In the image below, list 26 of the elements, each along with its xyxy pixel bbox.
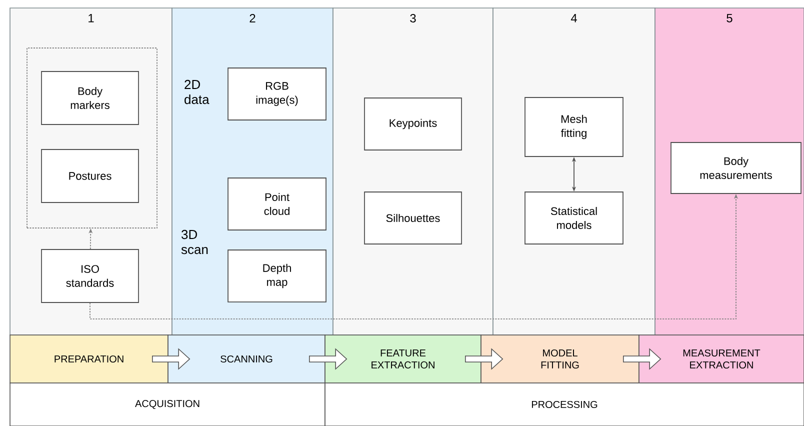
block-arrow bbox=[465, 348, 504, 370]
process-box: Postures bbox=[41, 149, 139, 203]
process-box: RGB image(s) bbox=[228, 68, 326, 120]
phase-cell: PROCESSING bbox=[324, 382, 804, 426]
data-type-label: 3D scan bbox=[181, 230, 208, 254]
process-box: Body markers bbox=[41, 71, 139, 125]
stage-cell: PREPARATION bbox=[10, 334, 168, 384]
process-box: Keypoints bbox=[364, 98, 462, 150]
block-arrow bbox=[152, 348, 190, 370]
block-arrow bbox=[309, 348, 348, 370]
stage-cell: FEATURE EXTRACTION bbox=[324, 334, 482, 384]
process-box: Depth map bbox=[228, 250, 326, 302]
dotted-group-box bbox=[26, 48, 158, 228]
process-box: ISO standards bbox=[41, 249, 139, 303]
phase-cell: ACQUISITION bbox=[10, 382, 326, 426]
block-arrow bbox=[623, 348, 662, 370]
process-box: Point cloud bbox=[228, 178, 326, 230]
data-type-label: 2D data bbox=[184, 80, 210, 104]
node-label: ACQUISITION bbox=[135, 400, 200, 409]
process-box: Mesh fitting bbox=[524, 97, 624, 157]
process-box: Statistical models bbox=[524, 192, 624, 244]
process-box: Silhouettes bbox=[364, 192, 462, 244]
process-box: Body measurements bbox=[670, 142, 802, 194]
stage-cell: MEASUREMENT EXTRACTION bbox=[638, 334, 804, 384]
stage-cell: MODEL FITTING bbox=[480, 334, 640, 384]
stage-cell: SCANNING bbox=[168, 334, 326, 384]
